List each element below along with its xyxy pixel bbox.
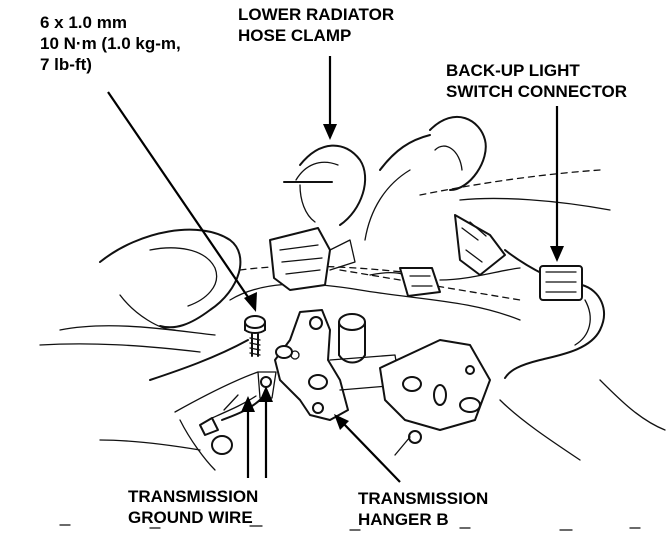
ground-wire-label: TRANSMISSION GROUND WIRE (128, 486, 258, 528)
radiator-clamp-line-2: HOSE CLAMP (238, 26, 352, 45)
backup-switch-line-2: SWITCH CONNECTOR (446, 82, 628, 101)
bolt-spec-line-3: 7 lb-ft) (40, 55, 92, 74)
hanger-b-line-1: TRANSMISSION (358, 489, 489, 508)
radiator-clamp-label: LOWER RADIATOR HOSE CLAMP (238, 4, 394, 46)
radiator-clamp-line-1: LOWER RADIATOR (238, 5, 395, 24)
bolt-spec-line-1: 6 x 1.0 mm (40, 13, 127, 32)
ground-wire-line-2: GROUND WIRE (128, 508, 253, 527)
bolt-spec-label: 6 x 1.0 mm 10 N·m (1.0 kg-m, 7 lb-ft) (40, 12, 181, 75)
ground-terminal-icon (199, 371, 277, 455)
bolt-icon (244, 315, 266, 357)
backup-switch-label: BACK-UP LIGHT SWITCH CONNECTOR (446, 60, 627, 102)
hanger-b-label: TRANSMISSION HANGER B (358, 488, 488, 530)
ground-wire-line-1: TRANSMISSION (128, 487, 259, 506)
backup-switch-line-1: BACK-UP LIGHT (446, 61, 580, 80)
hanger-b-line-2: HANGER B (358, 510, 449, 529)
bolt-spec-line-2: 10 N·m (1.0 kg-m, (40, 34, 181, 53)
